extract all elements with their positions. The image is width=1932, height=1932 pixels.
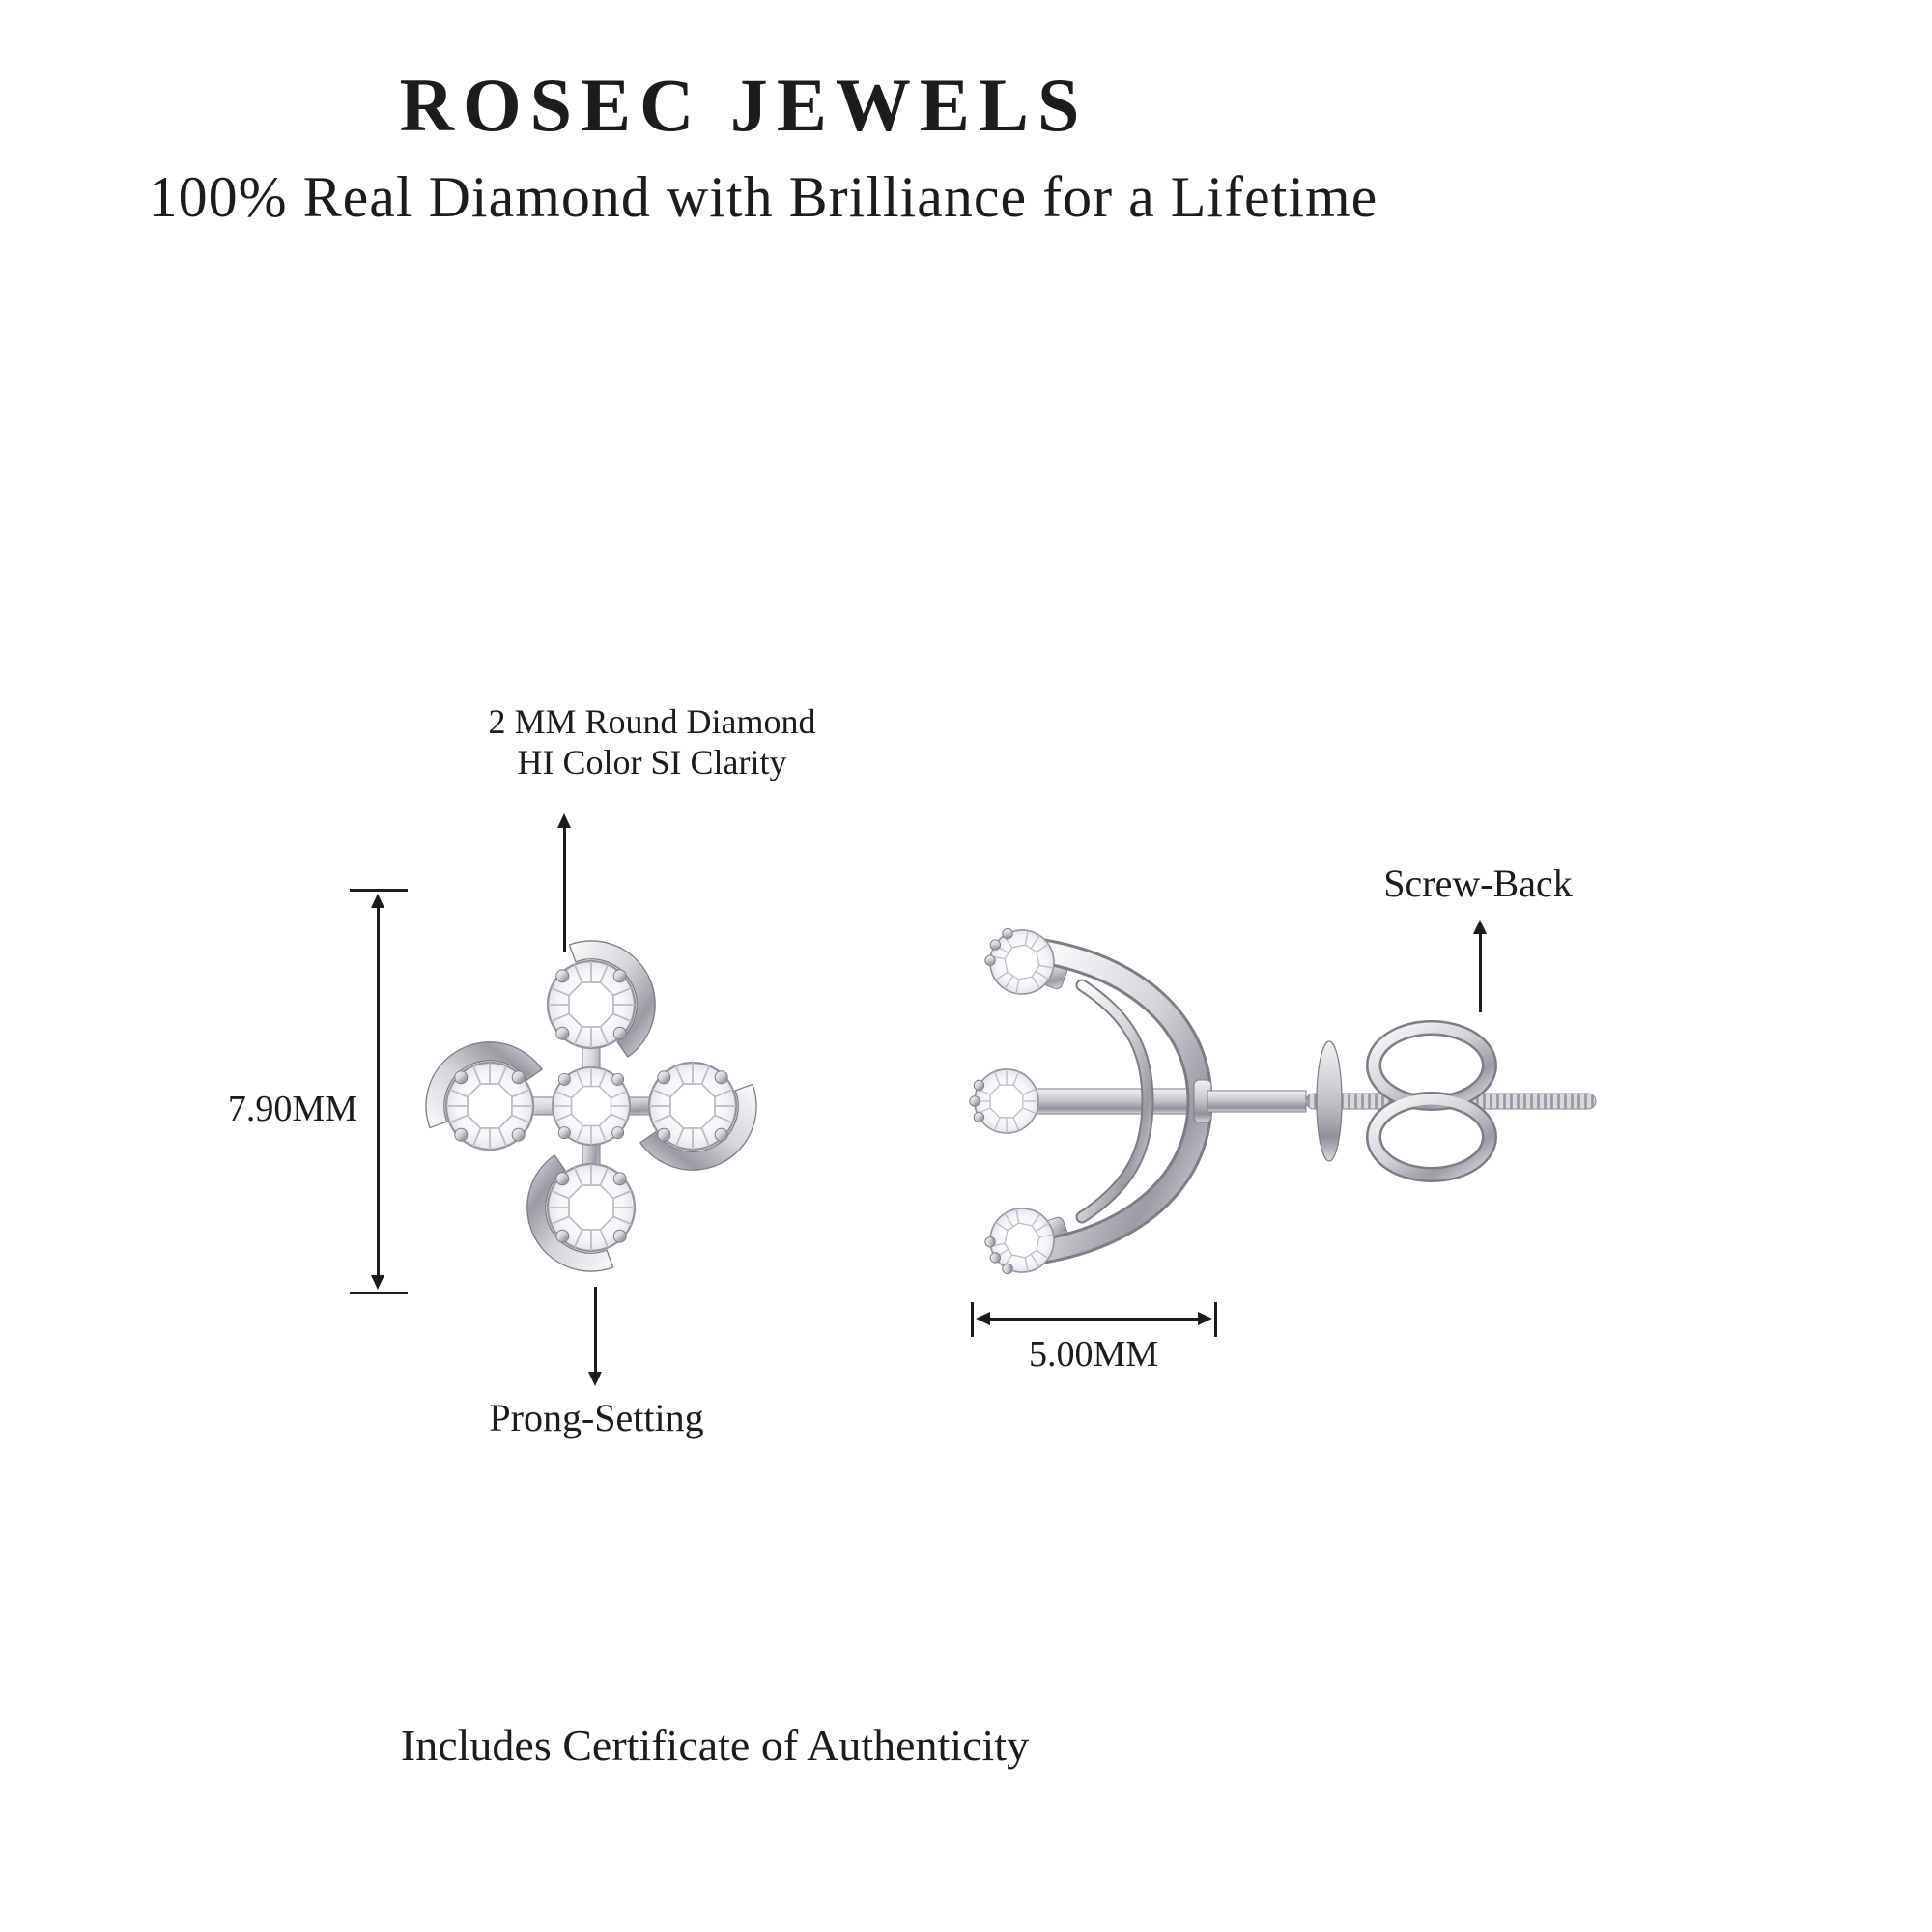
- height-dimension-label: 7.90MM: [227, 1089, 357, 1129]
- brand-title: ROSEC JEWELS: [399, 63, 1089, 147]
- screw-back-callout-text: Screw-Back: [1383, 862, 1573, 905]
- width-dimension-left-arrowhead-icon: [976, 1312, 990, 1325]
- back-pad: [1316, 1040, 1343, 1162]
- tagline: 100% Real Diamond with Brilliance for a …: [148, 165, 1378, 229]
- front-view-earring-illustration: [425, 940, 757, 1272]
- width-dimension-right-tick: [1214, 1302, 1217, 1337]
- butterfly-back: [1366, 1020, 1497, 1182]
- height-dimension-up-arrowhead-icon: [371, 894, 384, 908]
- height-dimension-down-arrowhead-icon: [371, 1275, 384, 1290]
- screw-back-arrowhead-icon: [1473, 920, 1487, 934]
- stone-callout-line: [563, 826, 566, 952]
- stone-callout-line2: HI Color SI Clarity: [517, 743, 787, 782]
- stone-callout-arrowhead-icon: [557, 813, 571, 828]
- pinwheel-swirl: [568, 940, 656, 1059]
- flower-diamonds: [444, 959, 738, 1253]
- prong-callout-line: [594, 1287, 597, 1372]
- width-dimension-left-tick: [971, 1302, 974, 1337]
- width-dimension-right-arrowhead-icon: [1198, 1312, 1212, 1325]
- side-view-earring-illustration: [969, 917, 1597, 1286]
- side-basket: [1015, 938, 1213, 1264]
- height-dimension-top-tick: [350, 889, 408, 892]
- stone-callout-text: 2 MM Round Diamond HI Color SI Clarity: [406, 701, 898, 783]
- prong-callout-text: Prong-Setting: [489, 1396, 704, 1439]
- stone-callout-line1: 2 MM Round Diamond: [488, 702, 816, 741]
- prong-callout-arrowhead-icon: [588, 1372, 602, 1386]
- width-dimension-line: [988, 1318, 1200, 1321]
- certificate-note: Includes Certificate of Authenticity: [400, 1720, 1030, 1770]
- width-dimension-label: 5.00MM: [1028, 1334, 1159, 1375]
- height-dimension-line: [377, 906, 380, 1277]
- side-middle-diamond: [974, 1068, 1039, 1134]
- stud-post: [1193, 1079, 1307, 1123]
- screw-back-callout-line: [1479, 932, 1482, 1012]
- height-dimension-bottom-tick: [350, 1292, 408, 1294]
